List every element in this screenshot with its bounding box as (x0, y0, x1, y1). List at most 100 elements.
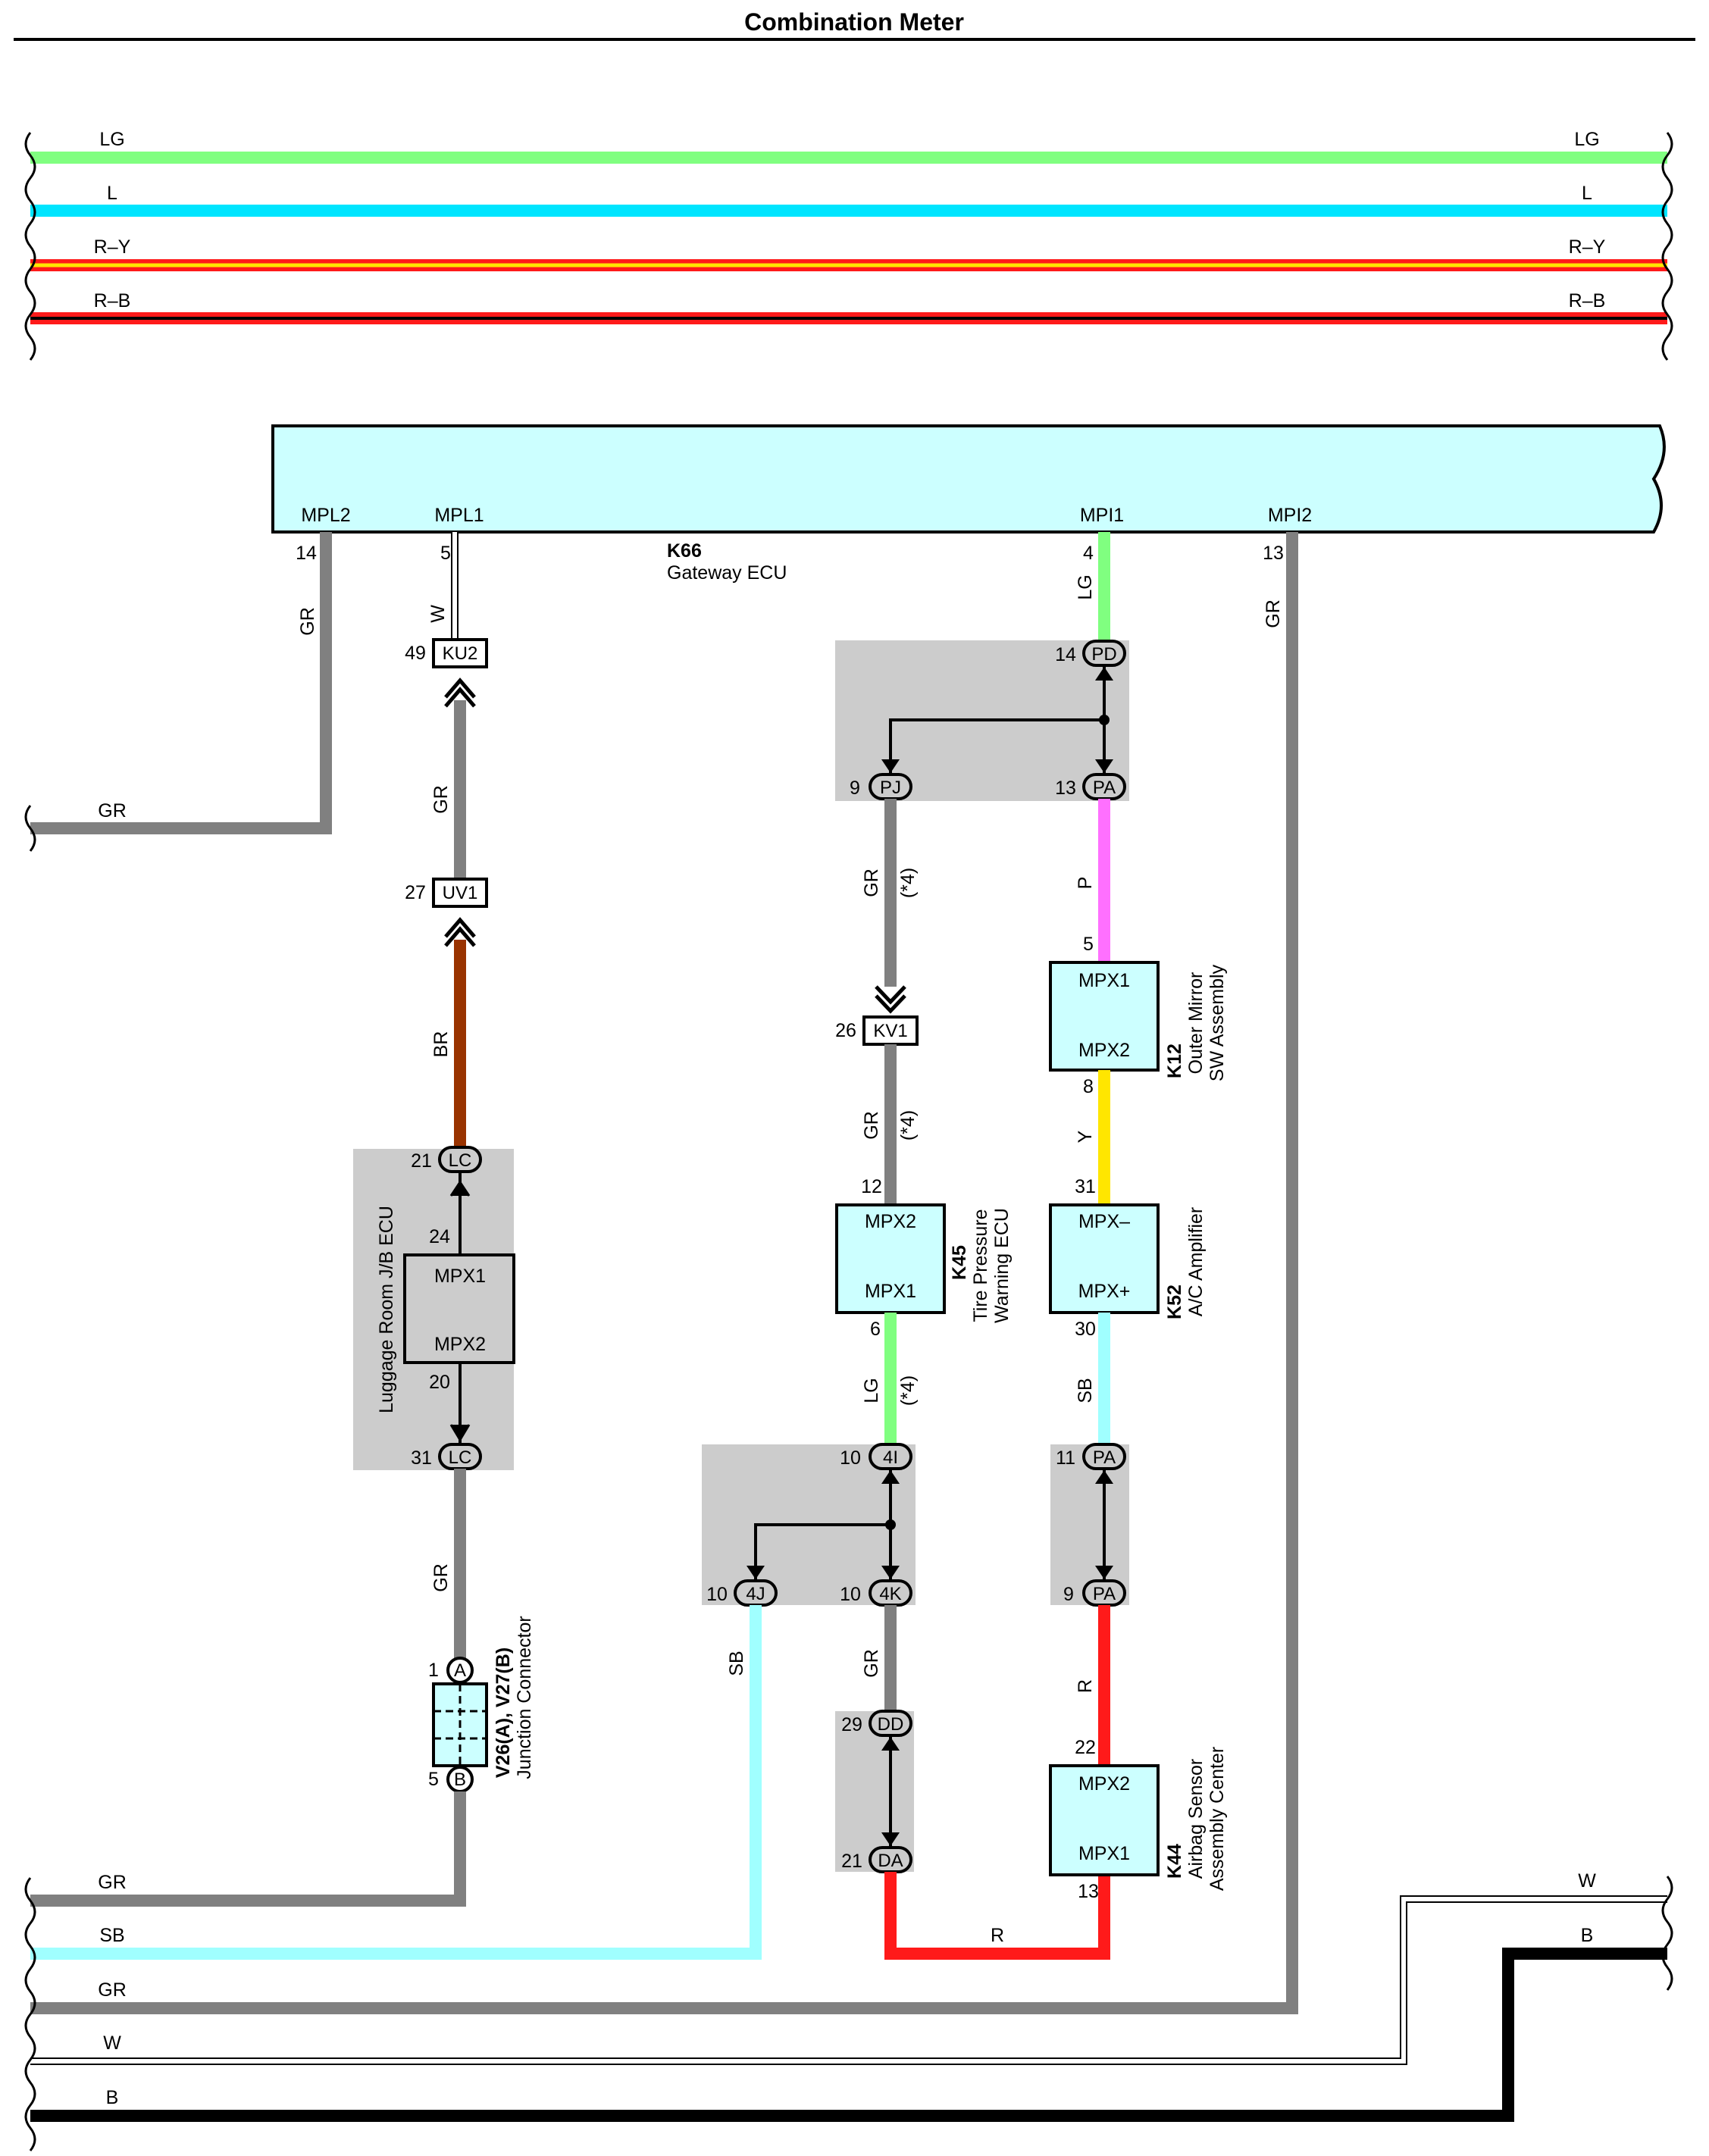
svg-text:10: 10 (840, 1584, 861, 1605)
svg-text:14: 14 (296, 543, 317, 564)
svg-text:MPX–: MPX– (1078, 1211, 1130, 1232)
junction-pa-pa: PA 11 PA 9 (1056, 1443, 1126, 1607)
svg-text:GR: GR (861, 1111, 882, 1140)
svg-text:MPL1: MPL1 (434, 505, 484, 526)
svg-text:K45: K45 (949, 1245, 970, 1280)
svg-text:MPI1: MPI1 (1080, 505, 1124, 526)
svg-text:Assembly Center: Assembly Center (1207, 1747, 1228, 1891)
svg-text:SW Assembly: SW Assembly (1207, 964, 1228, 1081)
svg-text:10: 10 (706, 1584, 728, 1605)
svg-text:LG: LG (861, 1378, 882, 1403)
svg-text:8: 8 (1083, 1076, 1094, 1097)
svg-text:22: 22 (1075, 1737, 1096, 1758)
connector-uv1: UV1 27 (405, 878, 488, 947)
svg-text:KV1: KV1 (873, 1021, 907, 1041)
svg-text:PJ: PJ (880, 778, 901, 798)
top-wire-lg: LG LG (30, 129, 1667, 164)
svg-text:4K: 4K (879, 1584, 901, 1604)
svg-text:(*4): (*4) (897, 1375, 919, 1406)
svg-text:PA: PA (1093, 1447, 1116, 1468)
svg-text:K66: K66 (667, 540, 702, 562)
svg-text:31: 31 (1075, 1176, 1096, 1197)
svg-text:MPX1: MPX1 (1078, 1843, 1130, 1864)
svg-text:6: 6 (870, 1319, 881, 1340)
svg-text:5: 5 (428, 1769, 439, 1790)
svg-text:GR: GR (98, 1979, 127, 2001)
svg-text:31: 31 (411, 1447, 432, 1469)
svg-text:K12: K12 (1164, 1044, 1185, 1078)
svg-text:MPX2: MPX2 (1078, 1040, 1130, 1061)
break-marks-bottom (24, 1876, 1673, 2151)
svg-text:B: B (106, 2087, 119, 2108)
svg-text:GR: GR (430, 1563, 452, 1592)
svg-text:Y: Y (1075, 1130, 1096, 1143)
svg-text:Airbag Sensor: Airbag Sensor (1185, 1759, 1207, 1879)
svg-text:14: 14 (1055, 644, 1076, 665)
svg-text:SB: SB (726, 1651, 747, 1676)
svg-text:29: 29 (841, 1714, 862, 1735)
svg-text:Tire Pressure: Tire Pressure (970, 1209, 991, 1322)
svg-text:13: 13 (1078, 1881, 1099, 1902)
svg-text:PA: PA (1093, 778, 1116, 798)
wire-mpl2-gr (30, 532, 332, 834)
page-title: Combination Meter (744, 8, 964, 36)
junction-connector: A 1 B 5 V26(A), V27(B) Junction Connecto… (428, 1616, 535, 1793)
svg-text:R–Y: R–Y (1569, 236, 1606, 258)
svg-text:R: R (991, 1925, 1004, 1946)
svg-text:27: 27 (405, 882, 426, 903)
svg-text:B: B (1581, 1925, 1594, 1946)
wire-mpi2-gr (30, 532, 1298, 2014)
svg-text:1: 1 (428, 1660, 439, 1681)
gateway-ecu: MPL2 MPL1 MPI1 MPI2 K66 Gateway ECU 14 5… (271, 424, 1666, 584)
junction-pd-pj-pa: PD 14 PJ 9 PA 13 (850, 640, 1126, 800)
k44-airbag-sensor-assembly: 22 MPX2 MPX1 13 K44 Airbag Sensor Assemb… (1049, 1737, 1228, 1902)
svg-text:K44: K44 (1164, 1844, 1185, 1879)
connector-kv1: KV1 26 (835, 1015, 919, 1046)
svg-text:4: 4 (1083, 543, 1094, 564)
svg-text:W: W (427, 605, 449, 623)
svg-text:12: 12 (861, 1176, 882, 1197)
svg-text:L: L (1582, 183, 1592, 204)
svg-text:11: 11 (1056, 1447, 1075, 1469)
svg-text:13: 13 (1055, 778, 1076, 799)
connector-ku2: KU2 49 (405, 638, 488, 708)
svg-text:GR: GR (430, 785, 452, 814)
svg-text:UV1: UV1 (443, 883, 478, 903)
svg-text:BR: BR (430, 1031, 452, 1058)
svg-text:KU2: KU2 (443, 643, 478, 664)
svg-text:MPL2: MPL2 (301, 505, 350, 526)
svg-text:4J: 4J (746, 1584, 765, 1604)
svg-text:DA: DA (878, 1851, 903, 1871)
svg-text:B: B (454, 1770, 466, 1790)
svg-text:MPX+: MPX+ (1078, 1281, 1131, 1302)
svg-text:26: 26 (835, 1020, 856, 1041)
svg-text:A/C Amplifier: A/C Amplifier (1185, 1207, 1207, 1316)
svg-text:5: 5 (440, 543, 451, 564)
svg-text:MPX2: MPX2 (1078, 1773, 1130, 1795)
break-marks-top (24, 132, 1673, 361)
svg-text:9: 9 (850, 778, 860, 799)
svg-text:R: R (1075, 1679, 1096, 1693)
k45-tire-pressure-ecu: 12 MPX2 MPX1 6 K45 Tire Pressure Warning… (835, 1176, 1013, 1340)
svg-text:GR: GR (861, 868, 882, 897)
svg-text:10: 10 (840, 1447, 861, 1469)
svg-text:(*4): (*4) (897, 1110, 919, 1141)
svg-text:GR: GR (98, 1872, 127, 1893)
svg-text:GR: GR (297, 607, 318, 636)
svg-text:9: 9 (1063, 1584, 1074, 1605)
svg-text:Outer Mirror: Outer Mirror (1185, 972, 1207, 1075)
svg-text:Gateway ECU: Gateway ECU (667, 562, 787, 584)
svg-text:SB: SB (1075, 1378, 1096, 1403)
k52-ac-amplifier: 31 MPX– MPX+ 30 K52 A/C Amplifier (1049, 1176, 1207, 1340)
svg-text:49: 49 (405, 643, 426, 664)
svg-text:GR: GR (98, 800, 127, 821)
svg-text:Junction Connector: Junction Connector (514, 1616, 535, 1779)
svg-text:(*4): (*4) (897, 868, 919, 898)
svg-text:L: L (107, 183, 117, 204)
svg-text:MPX2: MPX2 (434, 1334, 486, 1355)
svg-text:24: 24 (429, 1226, 450, 1247)
top-wire-l: L L (30, 183, 1667, 217)
svg-text:MPX1: MPX1 (1078, 970, 1130, 991)
svg-text:MPX1: MPX1 (865, 1281, 916, 1302)
svg-text:GR: GR (1263, 599, 1284, 628)
